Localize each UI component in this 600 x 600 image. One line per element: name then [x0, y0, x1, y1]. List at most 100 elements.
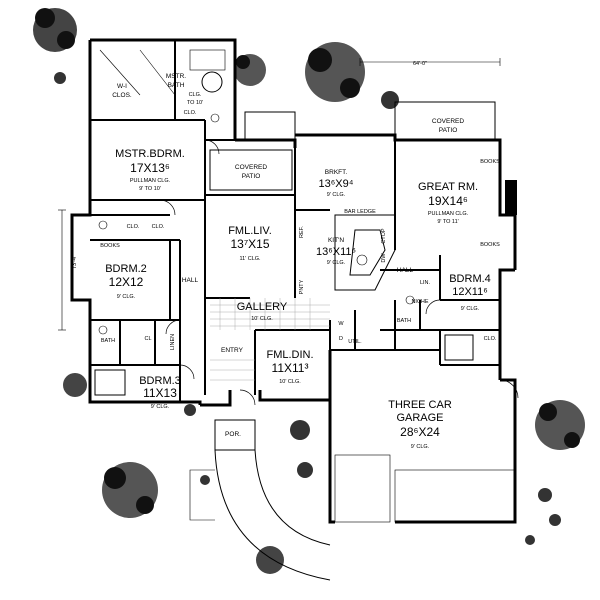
family-living-note: 11' CLG.: [239, 256, 261, 262]
walkway: [189, 419, 331, 581]
covered-patio-center-name2: PATIO: [242, 173, 261, 180]
family-living: FML.LIV. 13⁷X15 11' CLG.: [228, 225, 272, 262]
tub-icon: [201, 71, 223, 93]
bedroom-3: BDRM.3 11X13 9' CLG.: [139, 375, 181, 410]
breakfast-name: BRKFT.: [325, 169, 348, 176]
gallery-note: 10' CLG.: [251, 316, 273, 322]
kitchen-sink-icon: [356, 254, 368, 266]
bedroom-4-name: BDRM.4: [449, 273, 491, 285]
interior-walls: [90, 40, 500, 402]
master-bedroom-note: PULLMAN CLG.: [130, 178, 171, 184]
covered-patio-center-name: COVERED: [235, 164, 267, 171]
books-left-label: BOOKS: [100, 243, 120, 249]
master-bedroom-name: MSTR.BDRM.: [115, 148, 185, 160]
dryer-label: D: [339, 336, 343, 342]
pantry-label: PNTY: [299, 279, 305, 294]
hall-left-label: HALL: [182, 277, 199, 284]
linen-right-label: LIN.: [420, 280, 431, 286]
gallery-name: GALLERY: [237, 301, 288, 313]
garage-door-right: [394, 469, 516, 523]
porch-label: POR.: [225, 431, 241, 438]
closet-a-label: CLO.: [127, 224, 140, 230]
master-bath-name: MSTR.: [166, 73, 186, 80]
great-room-name: GREAT RM.: [418, 181, 478, 193]
dishwasher-label: DW: [381, 253, 387, 263]
great-room: GREAT RM. 19X14⁶ PULLMAN CLG. 9' TO 11': [418, 181, 478, 225]
closet-d-label: CLO.: [484, 336, 497, 342]
bath-right-label: BATH: [397, 318, 411, 324]
toilet-top-icon: [98, 220, 108, 230]
master-bedroom-note2: 9' TO 10': [139, 186, 161, 192]
entry-label: ENTRY: [221, 347, 244, 354]
great-room-note2: 9' TO 11': [437, 219, 458, 225]
garage-size: 28⁶X24: [400, 425, 440, 439]
garage-note: 9' CLG.: [411, 444, 430, 450]
walk-in-closet-name2: CLOS.: [112, 92, 132, 99]
hall-right-label: HALL: [397, 267, 414, 274]
master-bath-note: CLG.: [189, 92, 202, 98]
linen-left-label: LINEN: [170, 334, 176, 350]
covered-patio-right-name2: PATIO: [439, 127, 458, 134]
family-living-name: FML.LIV.: [228, 225, 272, 237]
washer-label: W: [338, 321, 344, 327]
fireplace-icon: [505, 180, 517, 215]
covered-patio-right: [394, 101, 496, 141]
breakfast: BRKFT. 13⁶X9⁴ 9' CLG.: [319, 169, 354, 198]
bedroom-2-size: 12X12: [109, 275, 144, 289]
dimension-lines: [58, 58, 501, 331]
closet-e-label: CLO.: [184, 110, 197, 116]
breakfast-note: 9' CLG.: [327, 192, 346, 198]
bar-ledge-label: BAR LEDGE: [344, 209, 376, 215]
master-bedroom-size: 17X13⁶: [130, 161, 170, 175]
bedroom-3-name: BDRM.3: [139, 375, 181, 387]
overall-depth-dimension: 73'-4": [72, 255, 78, 269]
garage-door-left: [334, 454, 391, 523]
family-dining-name: FML.DIN.: [266, 349, 313, 361]
garage-name: THREE CAR: [388, 399, 452, 411]
sink-right-icon: [405, 295, 415, 305]
shower-icon: [189, 49, 226, 71]
books-bottom-label: BOOKS: [480, 242, 500, 248]
master-bath-name2: BATH: [168, 82, 185, 89]
family-dining: FML.DIN. 11X11³ 10' CLG.: [266, 349, 313, 385]
covered-patio-right-label: COVERED PATIO: [432, 118, 464, 134]
bathtub-right-icon: [444, 334, 474, 361]
gallery-floor-tiles: [210, 298, 330, 381]
books-top-label: BOOKS: [480, 159, 500, 165]
great-room-note: PULLMAN CLG.: [428, 211, 469, 217]
covered-patio-right-name: COVERED: [432, 118, 464, 125]
bedroom-3-size: 11X13: [143, 386, 177, 400]
kitchen-name: KIT'N: [328, 237, 344, 244]
master-bath: MSTR. BATH CLG. TO 10': [166, 73, 203, 106]
kitchen-counter: [334, 214, 396, 291]
closet-b-label: CLO.: [152, 224, 165, 230]
kitchen-note: 9' CLG.: [327, 260, 346, 266]
gallery: GALLERY 10' CLG.: [237, 301, 288, 322]
covered-patio-center: [209, 149, 293, 191]
master-bath-note2: TO 10': [187, 100, 203, 106]
utility-label: UTIL.: [348, 339, 362, 345]
patio-step: [244, 111, 296, 141]
closet-c-label: CL: [144, 336, 151, 342]
kitchen: KIT'N 13⁶X11⁶ 9' CLG.: [316, 237, 356, 266]
covered-patio-center-label: COVERED PATIO: [235, 164, 267, 180]
great-room-size: 19X14⁶: [428, 194, 468, 208]
door-swings: [159, 139, 519, 406]
overall-width-dimension: 64'-0": [413, 61, 427, 67]
breakfast-size: 13⁶X9⁴: [319, 178, 354, 190]
cooktop-label: CTOP: [381, 228, 387, 244]
kitchen-size: 13⁶X11⁶: [316, 246, 356, 258]
garage-name2: GARAGE: [396, 412, 443, 424]
toilet-icon: [210, 113, 220, 123]
family-dining-note: 10' CLG.: [279, 379, 301, 385]
bedroom-4-note: 9' CLG.: [461, 306, 480, 312]
family-dining-size: 11X11³: [272, 361, 309, 375]
bedroom-2-note: 9' CLG.: [117, 294, 136, 300]
refrigerator-label: REF.: [299, 226, 305, 238]
bathtub-left-icon: [94, 369, 126, 396]
garage: THREE CAR GARAGE 28⁶X24 9' CLG.: [388, 399, 452, 450]
walk-in-closet: W-I CLOS.: [112, 83, 132, 99]
bath-left-label: BATH: [101, 338, 115, 344]
bedroom-2-name: BDRM.2: [105, 263, 147, 275]
